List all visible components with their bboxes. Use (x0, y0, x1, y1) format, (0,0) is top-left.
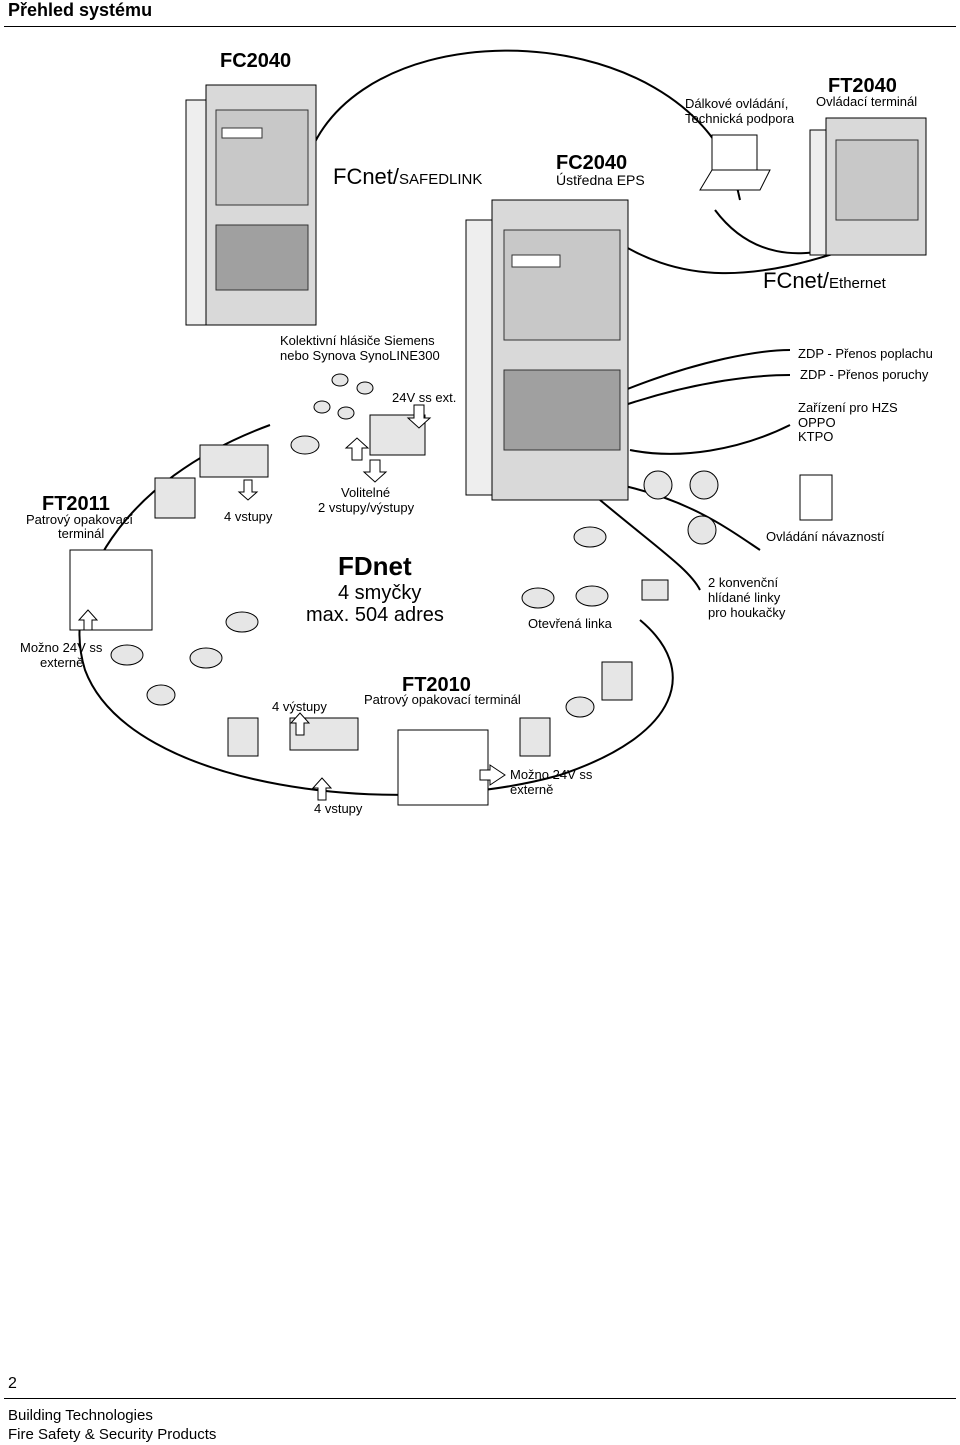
label-konvencni-2: hlídané linky (708, 590, 781, 605)
footer-line-2: Fire Safety & Security Products (8, 1426, 217, 1443)
label-hzs-2: OPPO (798, 415, 836, 430)
label-fcnet-eth-main: FCnet/ (763, 268, 830, 293)
svg-text:FCnet/SAFEDLINK: FCnet/SAFEDLINK (333, 164, 482, 189)
label-mozno-left-2: externě (40, 655, 83, 670)
label-hzs-1: Zařízení pro HZS (798, 400, 898, 415)
network-cables (78, 49, 861, 796)
label-fc2040-left: FC2040 (220, 50, 291, 72)
label-24v-ext: 24V ss ext. (392, 390, 456, 405)
label-remote-2: Technická podpora (685, 111, 795, 126)
label-ft2010: FT2010 (402, 674, 471, 696)
footer: Building Technologies Fire Safety & Secu… (8, 1406, 216, 1444)
laptop-icon (699, 134, 771, 191)
label-4-vstupy-bottom: 4 vstupy (314, 801, 363, 816)
footer-line-1: Building Technologies (8, 1407, 153, 1424)
label-mozno-right-1: Možno 24V ss (510, 767, 593, 782)
label-ft2040: FT2040 (828, 75, 897, 97)
label-fc2040-center-sub: Ústředna EPS (556, 172, 645, 188)
fc2040-left-cabinet (185, 84, 317, 326)
title-divider (4, 26, 956, 27)
label-ft2011-sub-1: Patrový opakovací (26, 512, 133, 527)
label-optional-1: Volitelné (341, 485, 390, 500)
label-hzs-3: KTPO (798, 429, 833, 444)
label-collective-2: nebo Synova SynoLINE300 (280, 348, 440, 363)
label-konvencni-3: pro houkačky (708, 605, 786, 620)
footer-divider (4, 1398, 956, 1399)
ft2040-terminal (809, 117, 927, 256)
label-ft2011-sub-2: terminál (58, 526, 104, 541)
label-ft2040-sub: Ovládací terminál (816, 94, 917, 109)
label-otevrena: Otevřená linka (528, 616, 613, 631)
label-ft2010-sub: Patrový opakovací terminál (364, 692, 521, 707)
label-ft2011: FT2011 (42, 493, 110, 515)
label-remote-1: Dálkové ovládání, (685, 96, 788, 111)
label-collective-1: Kolektivní hlásiče Siemens (280, 333, 435, 348)
label-fcnet-safe-main: FCnet/ (333, 164, 400, 189)
label-mozno-right-2: externě (510, 782, 553, 797)
page-number: 2 (8, 1375, 17, 1392)
label-zdp-fault: ZDP - Přenos poruchy (800, 367, 929, 382)
label-4-vystupy: 4 výstupy (272, 699, 327, 714)
supply-arrows (77, 404, 506, 801)
label-mozno-left-1: Možno 24V ss (20, 640, 103, 655)
label-4-vstupy-top: 4 vstupy (224, 509, 273, 524)
label-fc2040-center: FC2040 (556, 152, 627, 174)
label-fdnet-2: max. 504 adres (306, 604, 444, 626)
label-fdnet: FDnet (338, 551, 412, 581)
label-fcnet-safe-sub: SAFEDLINK (399, 171, 482, 188)
system-overview-diagram: FC2040 Dálkové ovládání, Technická podpo… (20, 49, 933, 816)
label-zdp-alarm: ZDP - Přenos poplachu (798, 346, 933, 361)
label-fdnet-1: 4 smyčky (338, 582, 421, 604)
label-fcnet-eth-sub: Ethernet (829, 275, 887, 292)
fc2040-center-cabinet (465, 199, 629, 501)
svg-text:FCnet/Ethernet: FCnet/Ethernet (763, 268, 887, 293)
label-optional-2: 2 vstupy/výstupy (318, 500, 415, 515)
label-konvencni-1: 2 konvenční (708, 575, 778, 590)
label-ovladani: Ovládání návazností (766, 529, 885, 544)
page-title: Přehled systému (8, 0, 153, 20)
